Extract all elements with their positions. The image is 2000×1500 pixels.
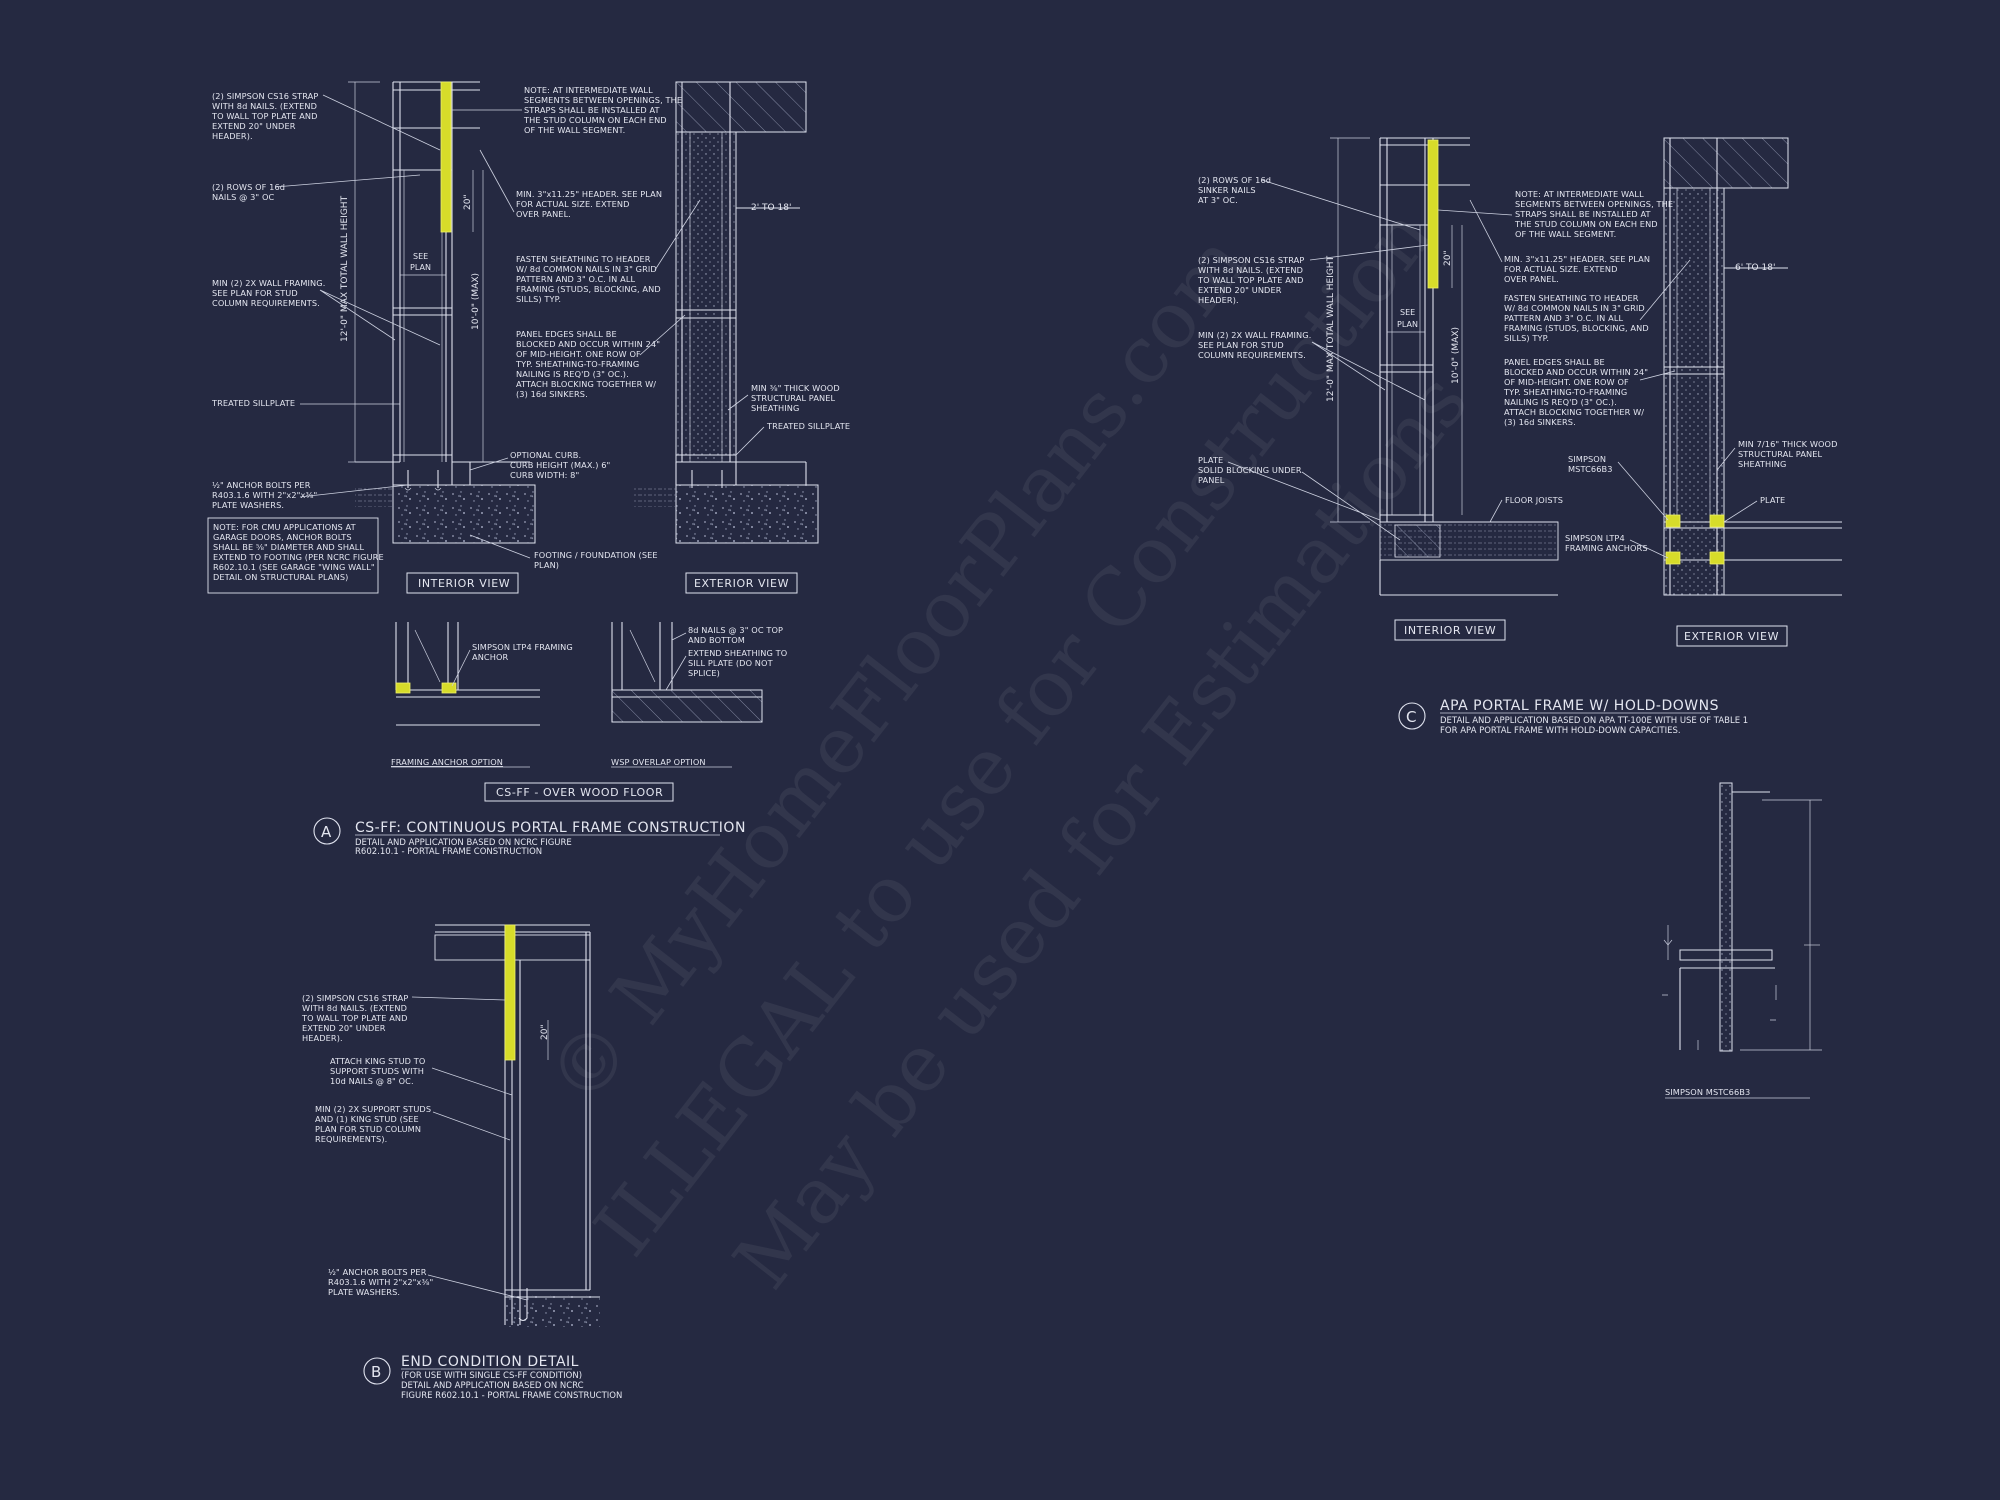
detail-a-notes-mid: NOTE: AT INTERMEDIATE WALL SEGMENTS BETW…	[452, 85, 850, 570]
detail-a-letter: A	[321, 823, 332, 841]
detail-a-dimension-height: 12'-0" MAX TOTAL WALL HEIGHT 10'-0" (MAX…	[340, 81, 484, 463]
dimension-total-height: 12'-0" MAX TOTAL WALL HEIGHT	[340, 195, 350, 342]
note-c-plate: PLATE	[1760, 495, 1785, 505]
detail-b-sub-1: (FOR USE WITH SINGLE CS-FF CONDITION)	[401, 1371, 582, 1381]
detail-b-sub-2: DETAIL AND APPLICATION BASED ON NCRC	[401, 1381, 584, 1391]
note-c-header: MIN. 3"x11.25" HEADER. SEE PLAN FOR ACTU…	[1504, 254, 1653, 284]
detail-a-title: CS-FF: CONTINUOUS PORTAL FRAME CONSTRUCT…	[355, 820, 746, 836]
detail-b-letter: B	[371, 1363, 381, 1381]
detail-a-exterior-wall	[675, 81, 807, 463]
detail-b-marker	[363, 1357, 391, 1385]
wsp-overlap-option-label: WSP OVERLAP OPTION	[611, 757, 706, 767]
note-b-king-stud: ATTACH KING STUD TO SUPPORT STUDS WITH 1…	[330, 1056, 428, 1086]
simpson-detail-label: SIMPSON MSTC66B3	[1665, 1087, 1750, 1097]
note-extend-sheathing: EXTEND SHEATHING TO SILL PLATE (DO NOT S…	[688, 648, 790, 678]
detail-a-interior-wall	[355, 81, 530, 463]
note-c-intermediate: NOTE: AT INTERMEDIATE WALL SEGMENTS BETW…	[1514, 189, 1676, 239]
note-8d-nails: 8d NAILS @ 3" OC TOP AND BOTTOM	[688, 625, 786, 645]
see-plan-c-2: PLAN	[1397, 320, 1418, 329]
exterior-view-label-a: EXTERIOR VIEW	[694, 577, 789, 590]
label-box-interior-c	[1394, 619, 1506, 641]
detail-c-notes-left: (2) ROWS OF 16d SINKER NAILS AT 3" OC. (…	[1197, 175, 1429, 541]
note-a-sheathing: MIN ⅜" THICK WOOD STRUCTURAL PANEL SHEAT…	[751, 383, 842, 413]
note-a-curb: OPTIONAL CURB. CURB HEIGHT (MAX.) 6" CUR…	[510, 450, 613, 480]
note-b-strap: (2) SIMPSON CS16 STRAP WITH 8d NAILS. (E…	[301, 993, 411, 1043]
note-a-treated-sill: TREATED SILLPLATE	[766, 421, 850, 431]
watermark-line-3: May be used for Estimations	[717, 358, 1485, 1306]
dimension-c-20: 20"	[1443, 250, 1453, 266]
framing-anchor-option-label: FRAMING ANCHOR OPTION	[391, 757, 503, 767]
note-a-intermediate: NOTE: AT INTERMEDIATE WALL SEGMENTS BETW…	[523, 85, 685, 135]
note-c-sheathing: MIN 7/16" THICK WOOD STRUCTURAL PANEL SH…	[1738, 439, 1840, 469]
note-b-anchor: ½" ANCHOR BOLTS PER R403.1.6 WITH 2"x2"x…	[328, 1267, 436, 1297]
label-box-interior-a	[406, 572, 519, 594]
detail-c-sub-1: DETAIL AND APPLICATION BASED ON APA TT-1…	[1440, 716, 1748, 726]
dimension-c-total-height: 12'-0" MAX TOTAL WALL HEIGHT	[1326, 255, 1336, 402]
detail-a-sub-2: R602.10.1 - PORTAL FRAME CONSTRUCTION	[355, 847, 542, 857]
detail-c-title: APA PORTAL FRAME W/ HOLD-DOWNS	[1440, 698, 1719, 714]
dimension-6-to-18: 6' TO 18'	[1735, 263, 1775, 273]
note-a-framing: MIN (2) 2X WALL FRAMING. SEE PLAN FOR ST…	[212, 278, 328, 308]
detail-c-marker	[1398, 702, 1426, 730]
label-box-exterior-c	[1676, 625, 1788, 647]
detail-c: 12'-0" MAX TOTAL WALL HEIGHT 10'-0" (MAX…	[1197, 137, 1842, 736]
cs-ff-box	[484, 782, 674, 802]
cmu-note-box	[207, 517, 379, 594]
exterior-view-label-c: EXTERIOR VIEW	[1684, 630, 1779, 643]
detail-a-notes-left: (2) SIMPSON CS16 STRAP WITH 8d NAILS. (E…	[207, 91, 441, 594]
detail-a-marker	[313, 817, 341, 845]
detail-simpson: SIMPSON MSTC66B3	[1662, 782, 1822, 1099]
detail-a-exterior-foundation	[632, 462, 819, 544]
dimension-20: 20"	[463, 194, 473, 210]
detail-c-interior-wall	[1379, 137, 1559, 596]
dimension-2-to-18: 2' TO 18'	[751, 203, 791, 213]
note-a-sillplate: TREATED SILLPLATE	[211, 398, 295, 408]
detail-c-dimensions: 12'-0" MAX TOTAL WALL HEIGHT 10'-0" (MAX…	[1326, 137, 1463, 523]
label-box-exterior-a	[685, 572, 798, 594]
detail-a: 12'-0" MAX TOTAL WALL HEIGHT 10'-0" (MAX…	[207, 81, 850, 857]
note-c-fasten: FASTEN SHEATHING TO HEADER W/ 8d COMMON …	[1504, 293, 1651, 343]
detail-c-sub-2: FOR APA PORTAL FRAME WITH HOLD-DOWN CAPA…	[1440, 726, 1681, 736]
dimension-c-max: 10'-0" (MAX)	[1451, 327, 1461, 384]
note-c-framing: MIN (2) 2X WALL FRAMING. SEE PLAN FOR ST…	[1198, 330, 1314, 360]
note-a-cmu: NOTE: FOR CMU APPLICATIONS AT GARAGE DOO…	[213, 522, 386, 582]
see-plan-2: PLAN	[410, 263, 431, 272]
see-plan-1: SEE	[413, 252, 428, 261]
interior-view-label-a: INTERIOR VIEW	[418, 577, 510, 590]
cs-ff-box-label: CS-FF - OVER WOOD FLOOR	[496, 786, 663, 799]
interior-view-label-c: INTERIOR VIEW	[1404, 624, 1496, 637]
detail-b-sub-3: FIGURE R602.10.1 - PORTAL FRAME CONSTRUC…	[401, 1391, 622, 1401]
detail-b: 20" (2) SIMPSON CS16 STRAP WITH 8d NAILS…	[301, 924, 622, 1401]
note-c-rows: (2) ROWS OF 16d SINKER NAILS AT 3" OC.	[1198, 175, 1274, 205]
note-a-footing: FOOTING / FOUNDATION (SEE PLAN)	[534, 550, 660, 570]
wsp-overlap-option: 8d NAILS @ 3" OC TOP AND BOTTOM EXTEND S…	[611, 622, 790, 768]
note-c-strap: (2) SIMPSON CS16 STRAP WITH 8d NAILS. (E…	[1197, 255, 1307, 305]
note-ltp4-anchor: SIMPSON LTP4 FRAMING ANCHOR	[472, 642, 575, 662]
watermark: © MyHomeFloorPlans.com ILLEGAL to use fo…	[531, 191, 1486, 1306]
note-b-support-studs: MIN (2) 2X SUPPORT STUDS AND (1) KING ST…	[315, 1104, 434, 1144]
dimension-b-20: 20"	[540, 1024, 550, 1040]
detail-c-letter: C	[1406, 708, 1416, 726]
note-c-mstc: SIMPSON MSTC66B3	[1568, 454, 1613, 474]
note-c-panel-edges: PANEL EDGES SHALL BE BLOCKED AND OCCUR W…	[1503, 357, 1651, 427]
framing-anchor-option: SIMPSON LTP4 FRAMING ANCHOR FRAMING ANCH…	[391, 622, 575, 768]
note-a-anchor: ½" ANCHOR BOLTS PER R403.1.6 WITH 2"x2"x…	[212, 480, 320, 510]
dimension-max: 10'-0" (MAX)	[471, 273, 481, 330]
see-plan-c-1: SEE	[1400, 308, 1415, 317]
note-a-rows: (2) ROWS OF 16d NAILS @ 3" OC	[212, 182, 288, 202]
note-a-fasten: FASTEN SHEATHING TO HEADER W/ 8d COMMON …	[516, 254, 663, 304]
note-a-panel-edges: PANEL EDGES SHALL BE BLOCKED AND OCCUR W…	[515, 329, 663, 399]
detail-a-sub-1: DETAIL AND APPLICATION BASED ON NCRC FIG…	[355, 838, 572, 848]
note-c-floor-joists: FLOOR JOISTS	[1505, 495, 1563, 505]
detail-b-title: END CONDITION DETAIL	[401, 1354, 579, 1370]
note-c-ltp4: SIMPSON LTP4 FRAMING ANCHORS	[1565, 533, 1648, 553]
note-a-header: MIN. 3"x11.25" HEADER. SEE PLAN FOR ACTU…	[516, 189, 665, 219]
note-a-strap: (2) SIMPSON CS16 STRAP WITH 8d NAILS. (E…	[211, 91, 321, 141]
detail-a-interior-foundation	[355, 462, 536, 544]
detail-c-exterior-wall: 6' TO 18'	[1663, 137, 1842, 596]
detail-c-notes-mid: NOTE: AT INTERMEDIATE WALL SEGMENTS BETW…	[1437, 189, 1840, 559]
